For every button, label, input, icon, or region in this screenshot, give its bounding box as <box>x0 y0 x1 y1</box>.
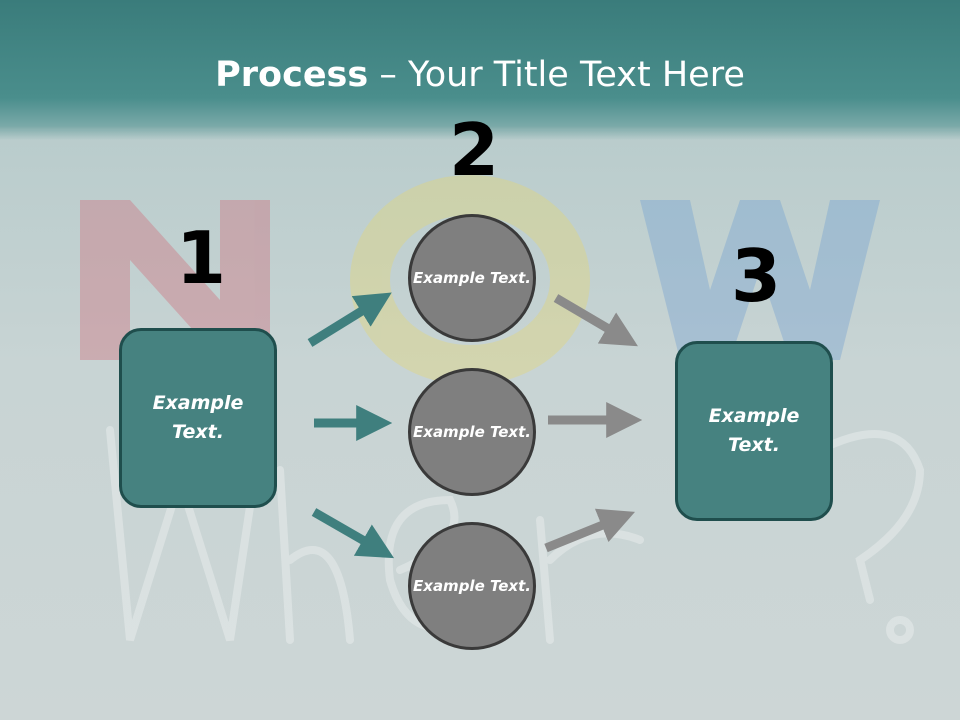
process-circle-1: Example Text. <box>408 214 536 342</box>
right-box-label: Example Text. <box>708 405 800 456</box>
circle-1-label: Example Text. <box>413 268 531 287</box>
title-bold: Process <box>215 55 369 95</box>
arrow-from-circle-1 <box>553 294 638 347</box>
header-band <box>0 0 960 140</box>
step-number-3: 3 <box>731 234 782 318</box>
left-box-label: Example Text. <box>152 392 244 443</box>
step-number-1: 1 <box>176 216 227 300</box>
slide-title: Process – Your Title Text Here <box>0 50 960 100</box>
title-rest: – Your Title Text Here <box>368 55 745 95</box>
circle-3-label: Example Text. <box>413 576 531 595</box>
process-circle-3: Example Text. <box>408 522 536 650</box>
step-number-2: 2 <box>449 108 500 192</box>
arrow-from-circle-3 <box>544 508 636 553</box>
right-process-box: Example Text. <box>675 341 833 521</box>
process-circle-2: Example Text. <box>408 368 536 496</box>
arrow-to-circle-3 <box>311 508 395 559</box>
circle-2-label: Example Text. <box>413 422 531 441</box>
left-process-box: Example Text. <box>119 328 277 508</box>
arrow-to-circle-1 <box>307 292 392 347</box>
